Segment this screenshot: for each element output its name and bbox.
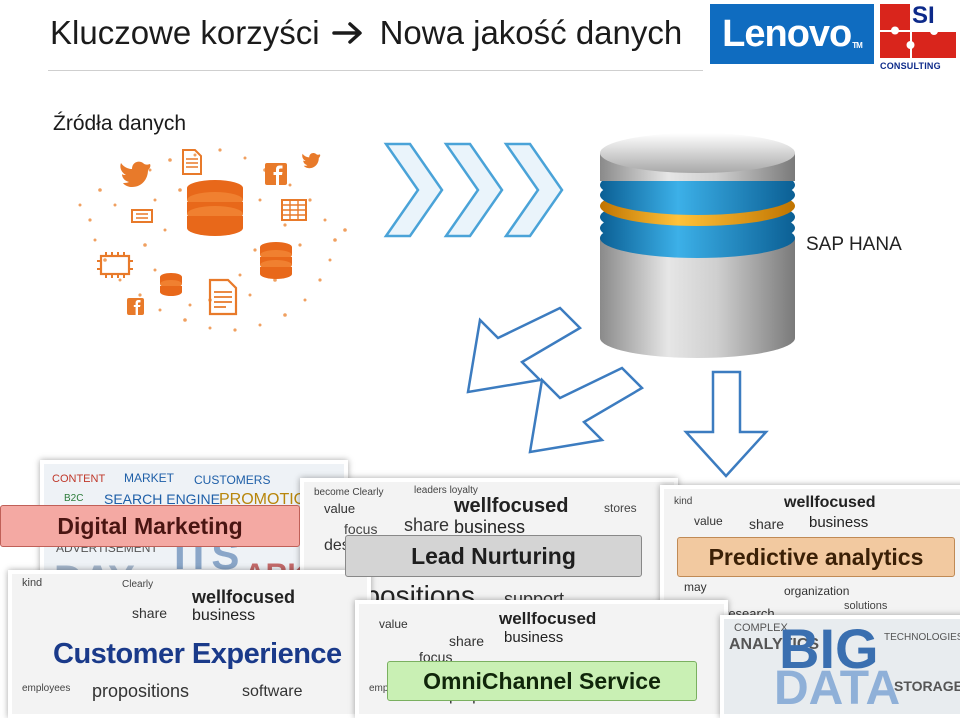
wordcloud-word: business bbox=[192, 608, 255, 624]
lenovo-tm: TM bbox=[852, 41, 862, 50]
keyboard-icon bbox=[132, 210, 152, 222]
chevron-icon-2 bbox=[446, 144, 502, 236]
spreadsheet-icon bbox=[282, 200, 306, 220]
si-logo-text: SI bbox=[912, 2, 935, 30]
page-title: Kluczowe korzyści Nowa jakość danych bbox=[50, 14, 682, 52]
database-icon-small bbox=[160, 273, 182, 296]
chevron-icon-1 bbox=[386, 144, 442, 236]
wordcloud-word: B2C bbox=[64, 494, 83, 504]
wordcloud-word: business bbox=[504, 630, 563, 645]
flow-chevrons bbox=[382, 142, 572, 242]
wordcloud-word: wellfocused bbox=[499, 610, 596, 627]
title-divider bbox=[48, 70, 703, 71]
title-left: Kluczowe korzyści bbox=[50, 14, 320, 52]
digital-marketing-label: Digital Marketing bbox=[0, 505, 300, 547]
wordcloud-word: wellfocused bbox=[454, 496, 568, 516]
wordcloud-word: stores bbox=[604, 502, 637, 514]
database-icon-main bbox=[187, 180, 243, 236]
facebook-icon bbox=[265, 163, 287, 185]
document-icon-large bbox=[210, 280, 236, 314]
data-sources-cluster bbox=[60, 130, 360, 350]
arrow-down-left-icon-2 bbox=[530, 368, 642, 452]
wordcloud-word: propositions bbox=[92, 682, 189, 700]
customer-experience-label: Customer Experience bbox=[53, 634, 353, 674]
wordcloud-word: MARKET bbox=[124, 472, 174, 484]
wordcloud-word: share bbox=[749, 517, 784, 531]
lead-nurturing-label: Lead Nurturing bbox=[345, 535, 642, 577]
chip-icon bbox=[97, 252, 133, 278]
wordcloud-word: value bbox=[694, 515, 723, 527]
wordcloud-word: software bbox=[242, 684, 302, 700]
wordcloud-word: business bbox=[454, 518, 525, 536]
lenovo-logo: Lenovo TM bbox=[710, 4, 874, 64]
wordcloud-word: share bbox=[132, 606, 167, 620]
arrow-down-left-icon bbox=[468, 308, 580, 392]
wordcloud-word: share bbox=[404, 516, 449, 534]
wordcloud-word: wellfocused bbox=[192, 588, 295, 606]
data-particles bbox=[79, 148, 347, 331]
wordcloud-word: SEARCH ENGINE bbox=[104, 492, 220, 506]
wordcloud-word: CUSTOMERS bbox=[194, 474, 270, 486]
wordcloud-word: become Clearly bbox=[314, 488, 383, 498]
wordcloud-word: kind bbox=[674, 497, 692, 507]
lenovo-wordmark: Lenovo bbox=[722, 13, 851, 56]
wordcloud-word: solutions bbox=[844, 601, 887, 612]
title-right: Nowa jakość danych bbox=[380, 14, 683, 52]
wordcloud-word: share bbox=[449, 634, 484, 648]
arrow-down-icon bbox=[686, 372, 766, 476]
wordcloud-word: may bbox=[684, 581, 707, 593]
twitter-icon-small bbox=[302, 153, 320, 168]
right-arrow-icon bbox=[332, 18, 366, 48]
document-icon bbox=[183, 150, 201, 174]
wordcloud-word: focus bbox=[344, 522, 377, 536]
wordcloud-word: organization bbox=[784, 585, 849, 597]
wordcloud-word: employees bbox=[22, 684, 70, 694]
wordcloud-word: value bbox=[324, 502, 355, 515]
wordcloud-word: wellfocused bbox=[784, 495, 876, 511]
chevron-icon-3 bbox=[506, 144, 562, 236]
wordcloud-word: TECHNOLOGIES bbox=[884, 633, 960, 643]
wordcloud-word: DATA bbox=[774, 665, 900, 713]
consulting-text: CONSULTING bbox=[880, 61, 941, 71]
wordcloud-word: business bbox=[809, 515, 868, 530]
facebook-icon-small bbox=[127, 298, 144, 315]
wordcloud-word: kind bbox=[22, 578, 42, 589]
twitter-icon bbox=[120, 162, 150, 187]
predictive-analytics-label: Predictive analytics bbox=[677, 537, 955, 577]
output-arrows bbox=[460, 300, 790, 485]
wordcloud-word: CONTENT bbox=[52, 474, 105, 485]
wordcloud-word: STORAGE bbox=[894, 679, 960, 693]
wordcloud-word: Clearly bbox=[122, 580, 153, 590]
big-data-wordcloud: COMPLEX ANALYTICS BIG DATA TECHNOLOGIES … bbox=[720, 615, 960, 718]
database-icon-medium bbox=[260, 242, 292, 279]
sap-hana-label: SAP HANA bbox=[806, 234, 902, 256]
wordcloud-word: value bbox=[379, 618, 408, 630]
omnichannel-service-label: OmniChannel Service bbox=[387, 661, 697, 701]
